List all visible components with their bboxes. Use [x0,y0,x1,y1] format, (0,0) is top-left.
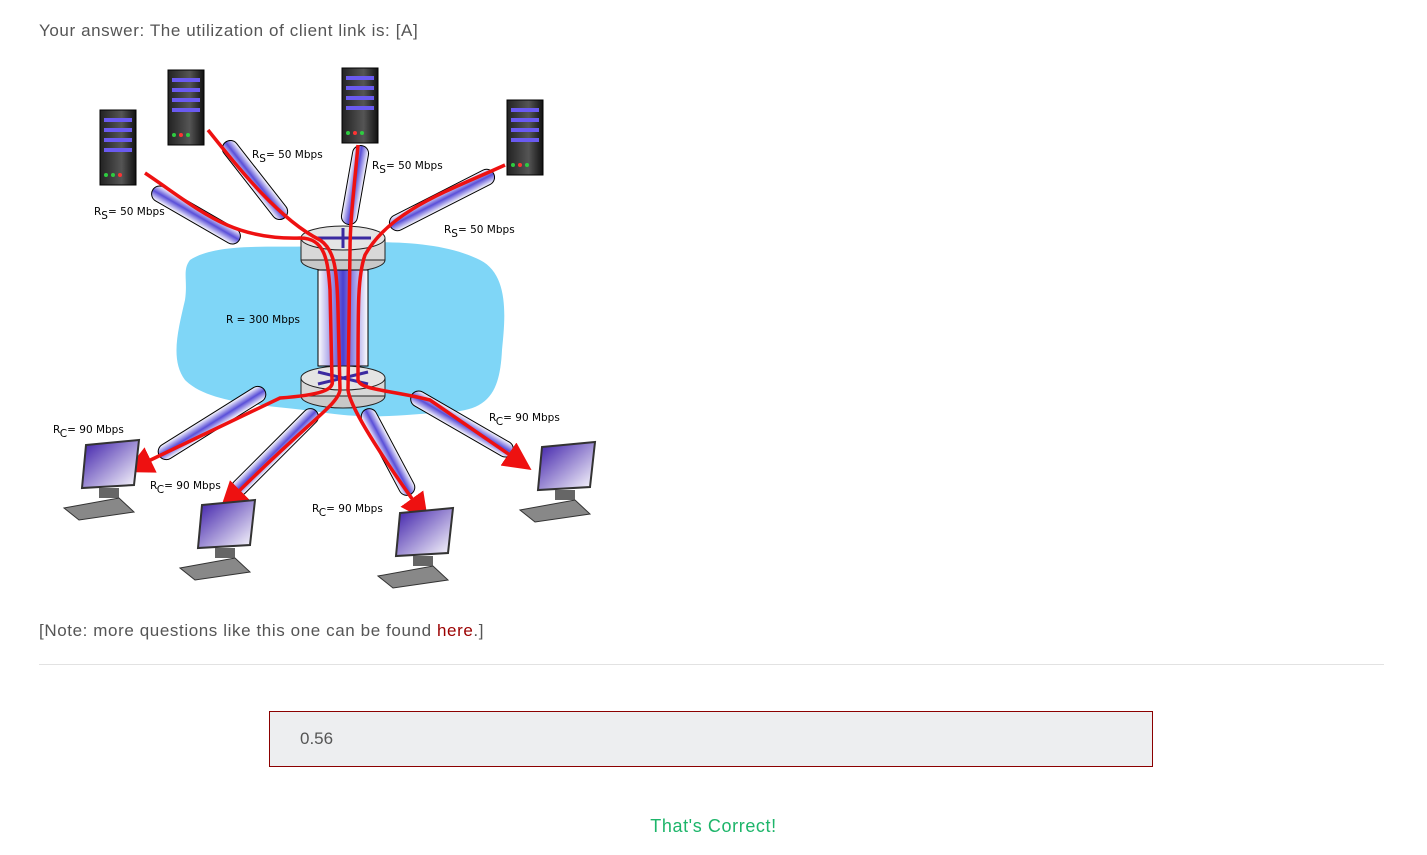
server-link-label: RS= 50 Mbps [444,224,515,240]
client-link-label: RC= 90 Mbps [53,424,124,440]
note-text: [Note: more questions like this one can … [39,621,484,641]
server-pipes [151,139,496,245]
client-computer-icon [62,438,597,589]
here-link[interactable]: here [436,621,474,640]
server-icon [99,67,544,186]
traffic-flows [125,128,532,522]
note-prefix: [Note: more questions like this one can … [39,621,437,640]
answer-field[interactable]: 0.56 [269,711,1153,767]
server-link-label: RS= 50 Mbps [372,160,443,176]
core-link-label: R = 300 Mbps [226,314,300,326]
client-link-label: RC= 90 Mbps [150,480,221,496]
question-text: Your answer: The utilization of client l… [39,21,419,40]
feedback-message: That's Correct! [650,816,777,836]
server-link-label: RS= 50 Mbps [252,149,323,165]
note-suffix: .] [473,621,485,640]
divider [39,664,1384,665]
client-link-label: RC= 90 Mbps [489,412,560,428]
network-diagram: RS= 50 Mbps RS= 50 Mbps RS= 50 Mbps RS= … [50,60,610,595]
server-link-label: RS= 50 Mbps [94,206,165,222]
client-link-label: RC= 90 Mbps [312,503,383,519]
